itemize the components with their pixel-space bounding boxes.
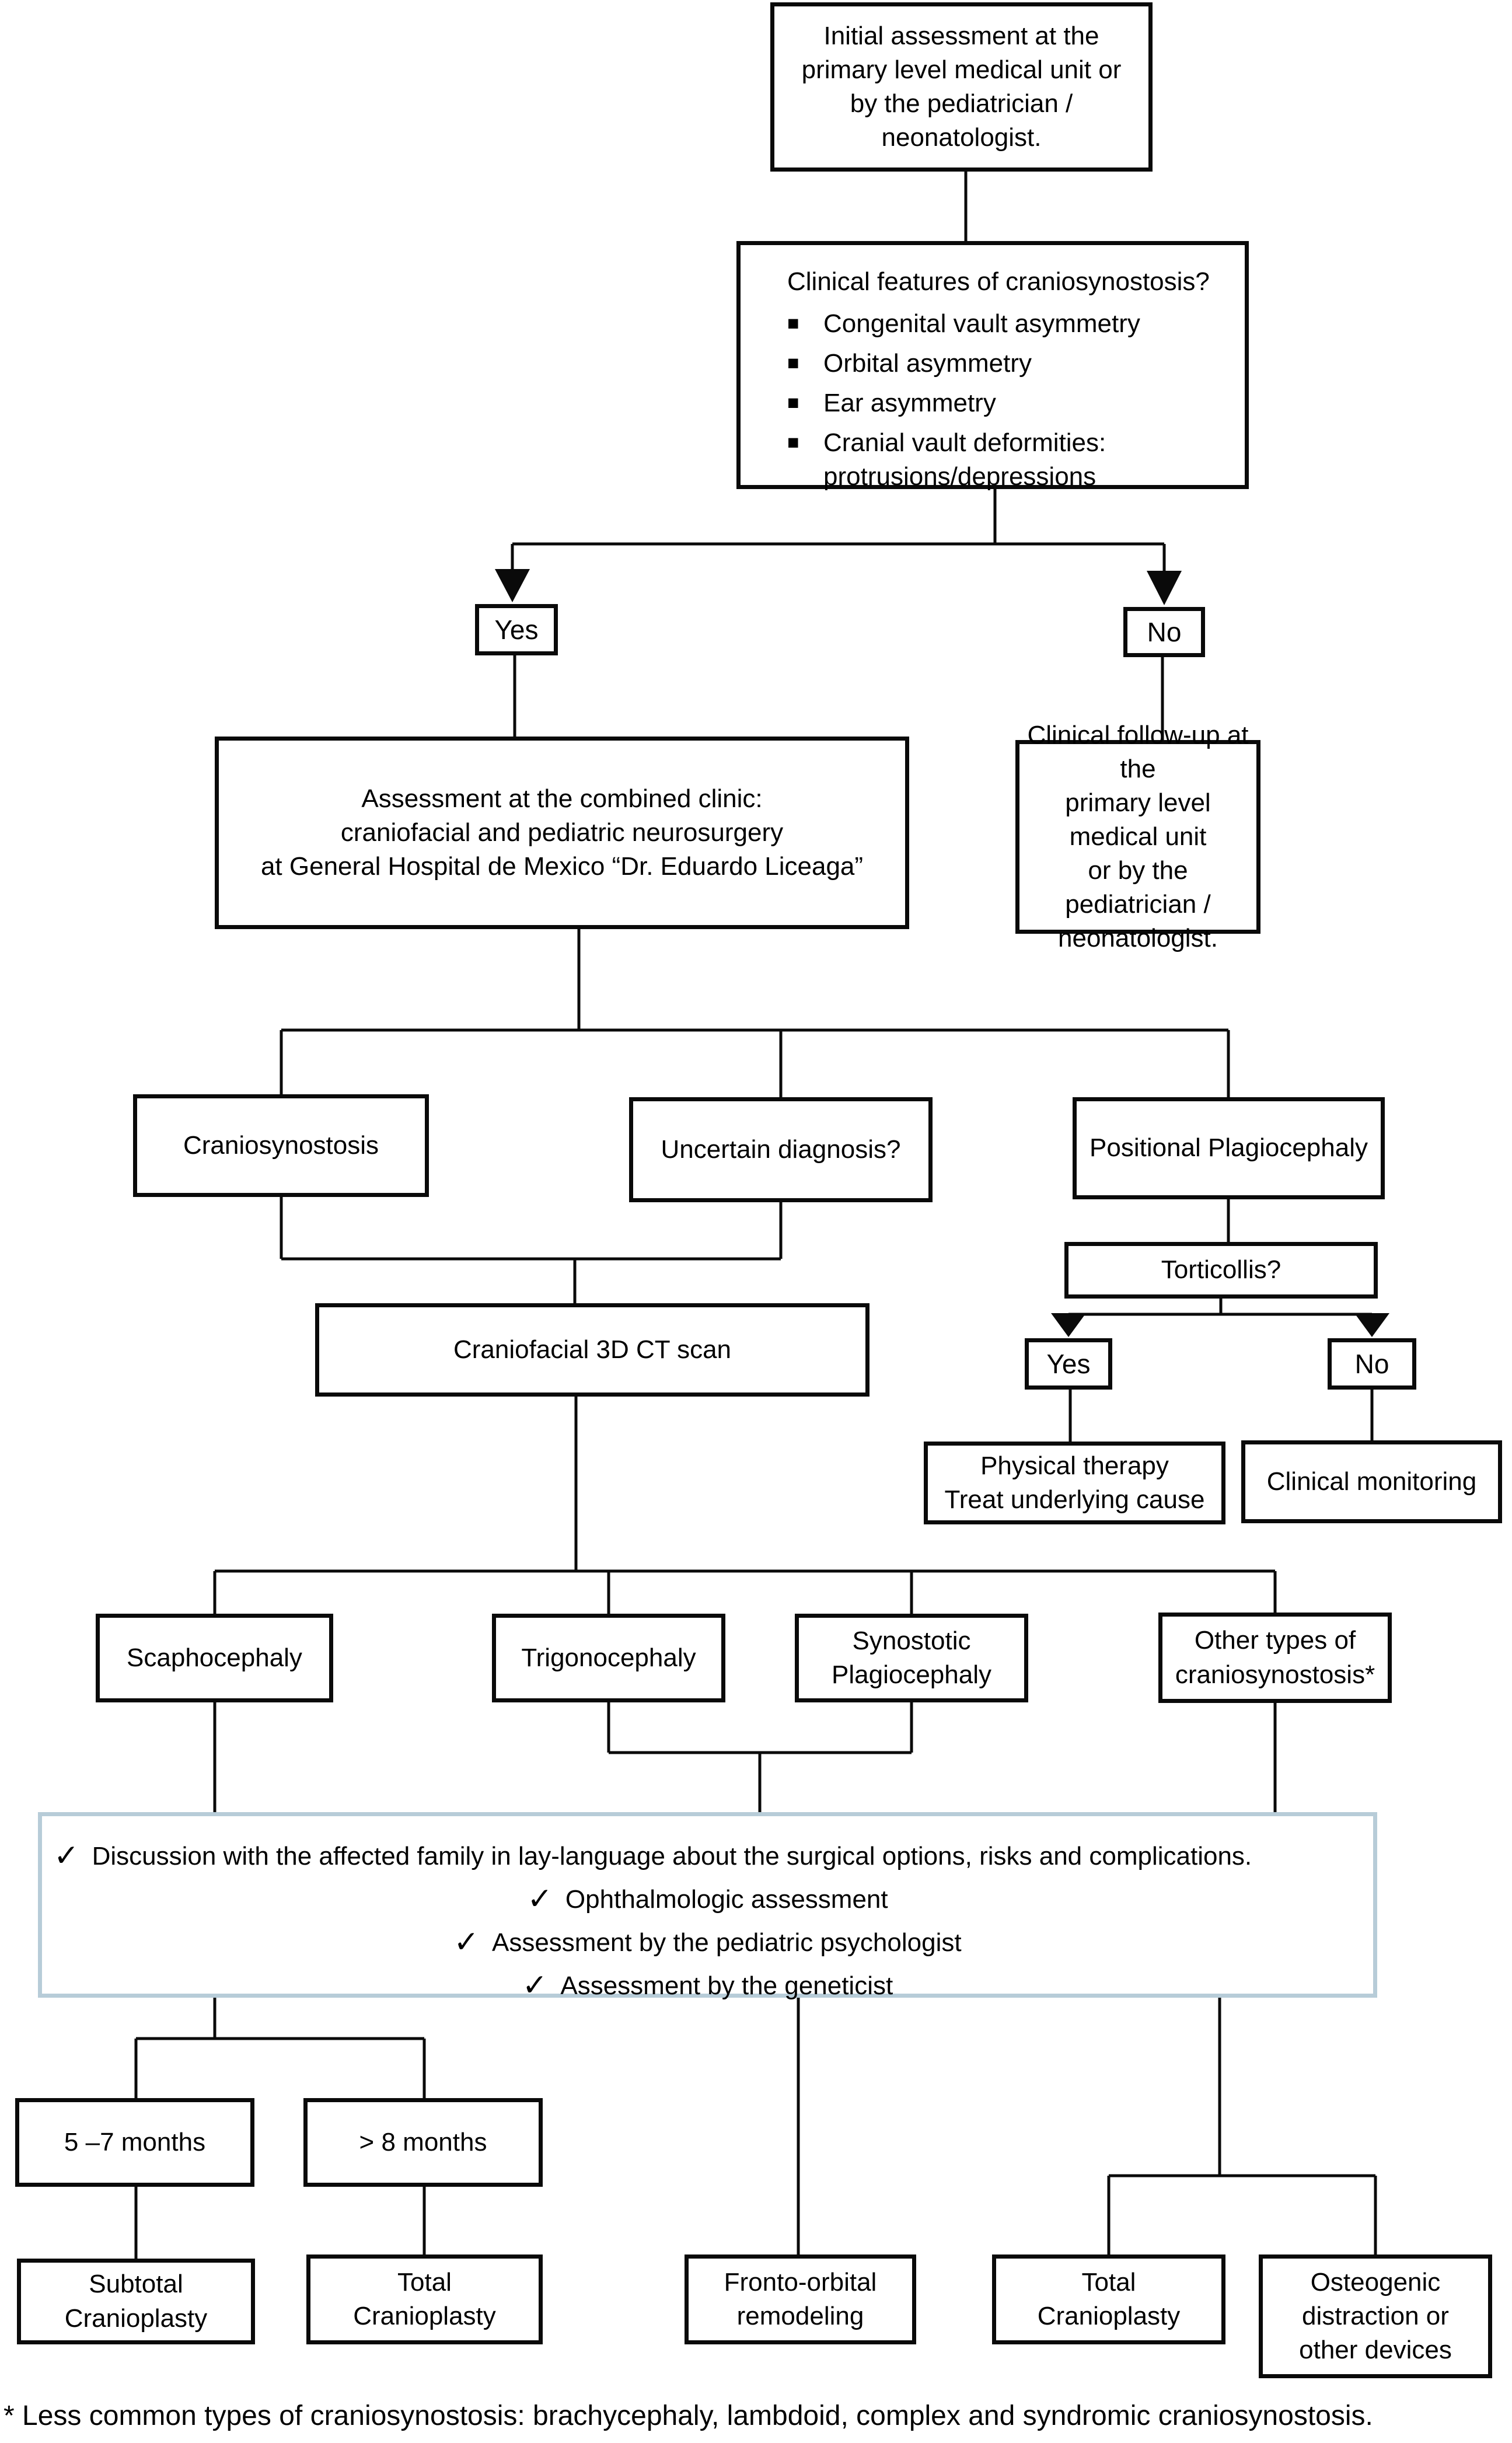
torticollis-no-label: No (1354, 1348, 1389, 1379)
node-osteogenic-label: Osteogenic distraction or other devices (1299, 2267, 1452, 2365)
node-scaphocephaly-label: Scaphocephaly (127, 1643, 302, 1672)
node-positional-plagiocephaly: Positional Plagiocephaly (1073, 1097, 1385, 1199)
node-subtotal-cranioplasty: Subtotal Cranioplasty (17, 2259, 255, 2344)
clinical-feature-label: Cranial vault deformities: protrusions/d… (823, 428, 1106, 491)
node-initial-assessment: Initial assessment at the primary level … (770, 2, 1153, 172)
torticollis-yes-label: Yes (1046, 1348, 1091, 1379)
clinical-feature-item: ■ Congenital vault asymmetry (787, 307, 1227, 341)
clinical-feature-item: ■ Ear asymmetry (787, 386, 1227, 420)
checklist-item-label: Discussion with the affected family in l… (92, 1842, 1252, 1870)
node-months-over-8: > 8 months (303, 2098, 543, 2187)
checklist-item: ✓ Discussion with the affected family in… (54, 1839, 1361, 1873)
checklist-item-label: Assessment by the geneticist (560, 1971, 893, 2001)
node-clinical-followup-label: Clinical follow-up at the primary level … (1027, 720, 1249, 953)
node-months-over-8-label: > 8 months (359, 2127, 487, 2156)
node-scaphocephaly: Scaphocephaly (96, 1614, 333, 1702)
check-icon: ✓ (522, 1969, 548, 2003)
node-clinical-features: Clinical features of craniosynostosis? ■… (736, 241, 1249, 491)
node-total-cranioplasty-1-label: Total Cranioplasty (353, 2267, 496, 2330)
bullet-square-icon: ■ (787, 312, 799, 335)
node-positional-plagiocephaly-label: Positional Plagiocephaly (1090, 1133, 1368, 1163)
node-other-types-label: Other types of craniosynostosis* (1175, 1626, 1375, 1689)
node-ct-scan: Craniofacial 3D CT scan (315, 1303, 870, 1397)
node-physical-therapy: Physical therapy Treat underlying cause (924, 1442, 1225, 1524)
bullet-square-icon: ■ (787, 392, 799, 414)
node-physical-therapy-label: Physical therapy Treat underlying cause (944, 1451, 1205, 1514)
checklist-item-label: Assessment by the pediatric psychologist (491, 1928, 962, 1957)
node-clinical-followup: Clinical follow-up at the primary level … (1015, 721, 1260, 952)
node-total-cranioplasty-2-label: Total Cranioplasty (1037, 2267, 1181, 2330)
node-total-cranioplasty-1: Total Cranioplasty (306, 2254, 543, 2344)
branch1-no-label: No (1147, 616, 1182, 647)
clinical-feature-label: Congenital vault asymmetry (823, 309, 1140, 338)
checklist-item: ✓ Ophthalmologic assessment (54, 1882, 1361, 1917)
node-ct-scan-label: Craniofacial 3D CT scan (453, 1335, 732, 1364)
flow-connector-lines (134, 172, 1377, 2259)
branch1-yes-label: Yes (494, 614, 539, 645)
node-clinical-monitoring: Clinical monitoring (1241, 1440, 1502, 1523)
node-craniosynostosis-label: Craniosynostosis (183, 1130, 379, 1160)
node-uncertain-diagnosis: Uncertain diagnosis? (629, 1097, 933, 1202)
checklist-item-label: Ophthalmologic assessment (565, 1885, 888, 1914)
footnote: * Less common types of craniosynostosis:… (4, 2400, 1373, 2431)
node-subtotal-cranioplasty-label: Subtotal Cranioplasty (64, 2270, 208, 2333)
node-synostotic-plagiocephaly: Synostotic Plagiocephaly (795, 1614, 1028, 1702)
node-clinical-monitoring-label: Clinical monitoring (1266, 1467, 1477, 1496)
node-other-types: Other types of craniosynostosis* (1158, 1613, 1392, 1703)
node-checklist: ✓ Discussion with the affected family in… (38, 1812, 1377, 2002)
check-icon: ✓ (453, 1925, 479, 1960)
node-combined-clinic-label: Assessment at the combined clinic: crani… (260, 784, 864, 881)
node-fronto-orbital-label: Fronto-orbital remodeling (724, 2267, 877, 2330)
node-fronto-orbital: Fronto-orbital remodeling (685, 2254, 916, 2344)
bullet-square-icon: ■ (787, 431, 799, 454)
node-torticollis-label: Torticollis? (1161, 1255, 1281, 1285)
check-icon: ✓ (54, 1839, 79, 1873)
checklist-item: ✓ Assessment by the geneticist (54, 1969, 1361, 2003)
check-icon: ✓ (527, 1882, 553, 1917)
node-combined-clinic: Assessment at the combined clinic: crani… (215, 737, 909, 929)
clinical-feature-item: ■ Orbital asymmetry (787, 347, 1227, 381)
node-total-cranioplasty-2: Total Cranioplasty (992, 2254, 1225, 2344)
clinical-features-title: Clinical features of craniosynostosis? (787, 267, 1210, 296)
node-torticollis: Torticollis? (1064, 1242, 1378, 1299)
node-branch1-no: No (1123, 607, 1205, 657)
clinical-feature-item: ■ Cranial vault deformities: protrusions… (787, 426, 1227, 494)
node-trigonocephaly-label: Trigonocephaly (521, 1643, 696, 1672)
node-osteogenic: Osteogenic distraction or other devices (1259, 2254, 1492, 2378)
arrow-down-icons (495, 569, 1389, 1337)
node-torticollis-no: No (1328, 1338, 1416, 1390)
clinical-feature-label: Ear asymmetry (823, 389, 996, 418)
node-torticollis-yes: Yes (1025, 1338, 1112, 1390)
checklist-item: ✓ Assessment by the pediatric psychologi… (54, 1925, 1361, 1960)
node-synostotic-plagiocephaly-label: Synostotic Plagiocephaly (832, 1626, 991, 1689)
node-branch1-yes: Yes (475, 604, 558, 655)
node-initial-assessment-label: Initial assessment at the primary level … (801, 21, 1122, 152)
bullet-square-icon: ■ (787, 352, 799, 375)
node-months-5-7-label: 5 –7 months (64, 2127, 206, 2156)
node-trigonocephaly: Trigonocephaly (492, 1614, 725, 1702)
clinical-feature-label: Orbital asymmetry (823, 349, 1032, 378)
node-uncertain-diagnosis-label: Uncertain diagnosis? (661, 1135, 901, 1164)
node-months-5-7: 5 –7 months (15, 2098, 254, 2187)
node-craniosynostosis: Craniosynostosis (133, 1094, 429, 1197)
